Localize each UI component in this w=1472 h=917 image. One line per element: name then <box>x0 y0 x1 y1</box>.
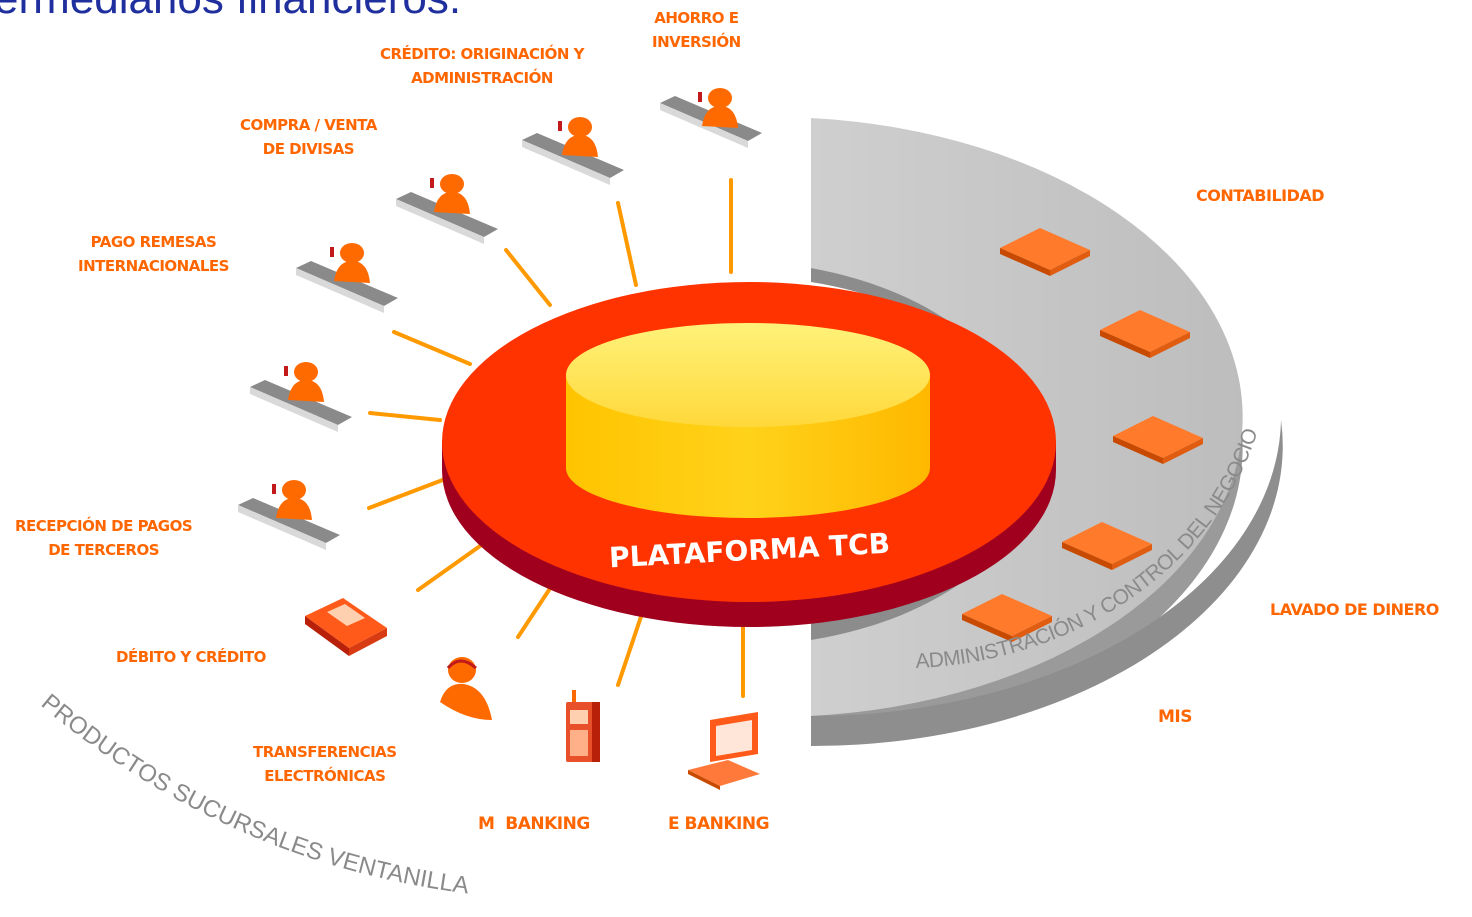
person-at-desk-icon <box>660 88 762 148</box>
person-at-desk-icon <box>238 480 340 550</box>
label-debito: DÉBITO Y CRÉDITO <box>116 648 266 666</box>
label-divisas: COMPRA / VENTA DE DIVISAS <box>240 116 377 158</box>
label-ebanking: E BANKING <box>668 814 770 834</box>
person-at-desk-icon <box>522 117 624 185</box>
database-cylinder <box>566 323 930 518</box>
label-transferencias: TRANSFERENCIAS ELECTRÓNICAS <box>253 743 397 785</box>
module-block-icon <box>1113 416 1203 464</box>
module-block-icon <box>1000 228 1090 276</box>
person-at-desk-icon <box>250 362 352 432</box>
person-at-desk-icon <box>396 174 498 244</box>
label-credito: CRÉDITO: ORIGINACIÓN Y ADMINISTRACIÓN <box>380 45 584 87</box>
label-remesas: PAGO REMESAS INTERNACIONALES <box>78 233 229 275</box>
mobile-phone-icon <box>566 690 600 762</box>
products-arc-label: PRODUCTOS SUCURSALES VENTANILLA <box>36 689 470 900</box>
module-block-icon <box>1100 310 1190 358</box>
card-terminal-icon <box>305 598 387 656</box>
module-block-icon <box>962 594 1052 642</box>
label-contabilidad: CONTABILIDAD <box>1196 186 1325 205</box>
module-block-icon <box>1062 522 1152 570</box>
label-lavado: LAVADO DE DINERO <box>1270 600 1439 619</box>
label-mis: MIS <box>1158 707 1193 727</box>
person-at-desk-icon <box>296 243 398 313</box>
admin-modules <box>962 228 1203 642</box>
page-title: ermediarios financieros. <box>0 0 461 24</box>
computer-icon <box>688 712 760 790</box>
label-terceros: RECEPCIÓN DE PAGOS DE TERCEROS <box>15 517 193 559</box>
label-mbanking: M BANKING <box>478 814 590 834</box>
label-ahorro: AHORRO E INVERSIÓN <box>652 9 741 51</box>
headset-person-icon <box>440 657 492 720</box>
